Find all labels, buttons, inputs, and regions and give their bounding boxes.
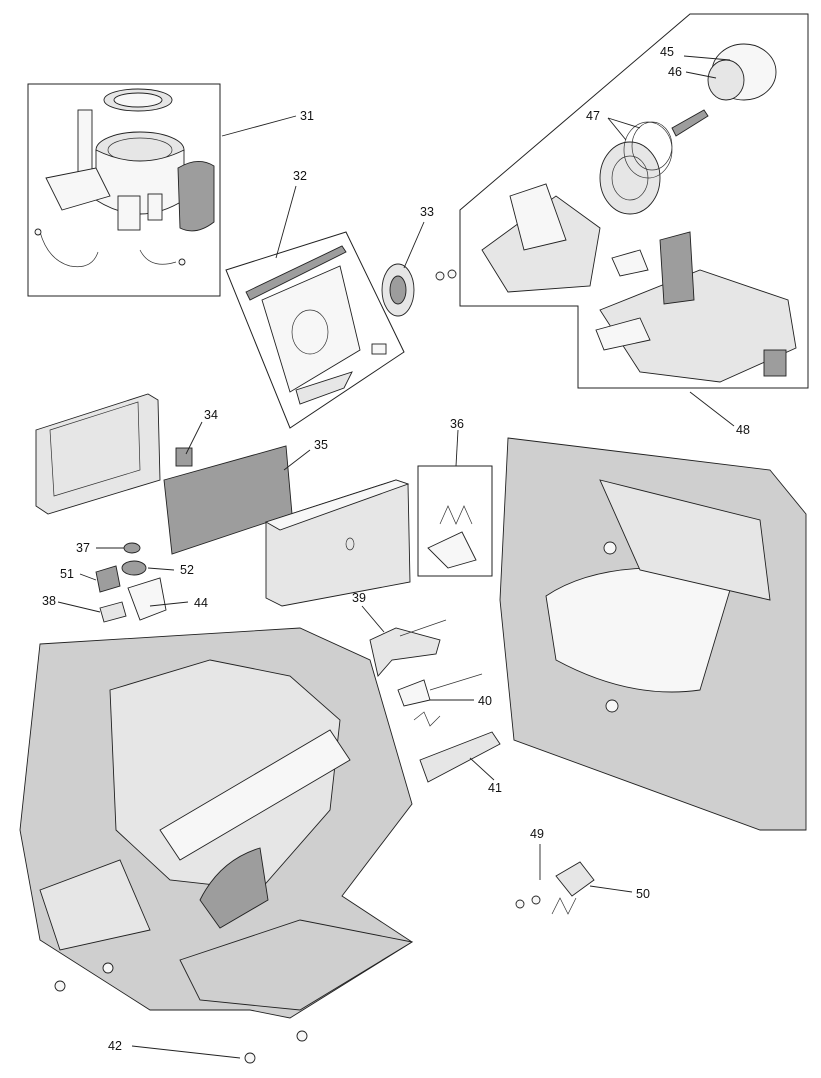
callout-39: 39 bbox=[352, 591, 366, 605]
callout-32: 32 bbox=[293, 169, 307, 183]
callout-33: 33 bbox=[420, 205, 434, 219]
callout-41: 41 bbox=[488, 781, 502, 795]
part-36-spring-bracket bbox=[417, 465, 493, 577]
part-32-door-panel bbox=[225, 231, 405, 429]
callout-51: 51 bbox=[60, 567, 74, 581]
callout-38: 38 bbox=[42, 594, 56, 608]
callout-47: 47 bbox=[586, 109, 600, 123]
part-33-knob bbox=[381, 263, 457, 317]
callout-42: 42 bbox=[108, 1039, 122, 1053]
part-35-circuit-board bbox=[163, 445, 411, 607]
callout-48: 48 bbox=[736, 423, 750, 437]
parts-49-50 bbox=[515, 861, 595, 915]
callout-45: 45 bbox=[660, 45, 674, 59]
callout-40: 40 bbox=[478, 694, 492, 708]
callout-36: 36 bbox=[450, 417, 464, 431]
callout-35: 35 bbox=[314, 438, 328, 452]
callout-31: 31 bbox=[300, 109, 314, 123]
part-48-brew-group bbox=[459, 13, 809, 389]
part-31-grinder-assembly bbox=[27, 83, 221, 297]
leader-lines bbox=[57, 55, 735, 1059]
callout-37: 37 bbox=[76, 541, 90, 555]
main-chassis bbox=[19, 627, 414, 1064]
callout-labels: 31 32 33 34 35 36 37 52 51 38 44 39 40 4… bbox=[42, 45, 750, 1053]
callout-50: 50 bbox=[636, 887, 650, 901]
callout-52: 52 bbox=[180, 563, 194, 577]
side-frame bbox=[499, 437, 807, 831]
callout-46: 46 bbox=[668, 65, 682, 79]
callout-34: 34 bbox=[204, 408, 218, 422]
small-parts-37-52 bbox=[95, 542, 167, 623]
callout-44: 44 bbox=[194, 596, 208, 610]
callout-49: 49 bbox=[530, 827, 544, 841]
part-34-cover bbox=[35, 393, 193, 515]
